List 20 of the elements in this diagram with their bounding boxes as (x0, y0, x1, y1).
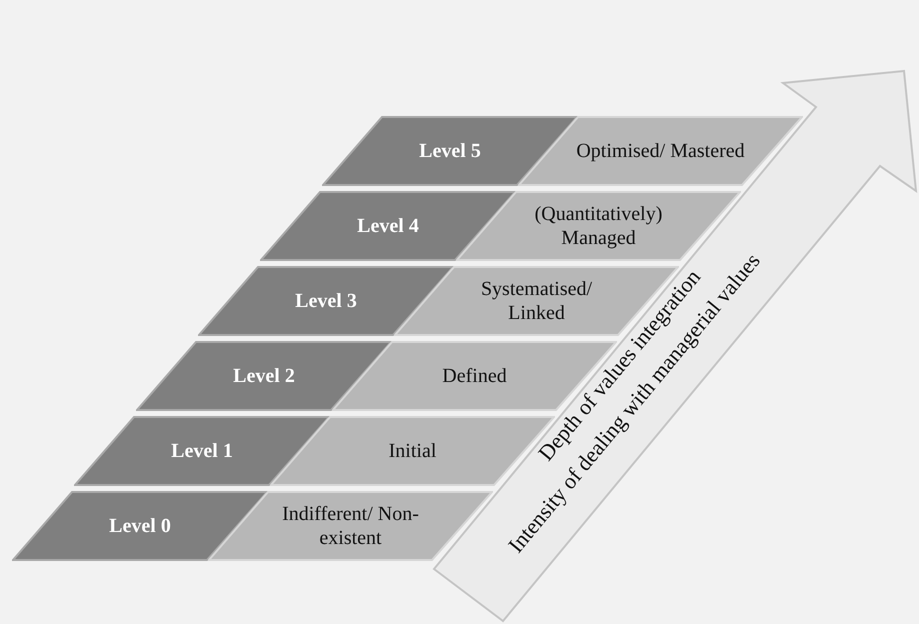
level-label: Level 1 (171, 439, 233, 463)
level-label: Level 2 (233, 364, 295, 388)
level-tile (322, 116, 578, 186)
level-tile (260, 191, 516, 261)
level-label: Level 3 (295, 289, 357, 313)
stage-tile (518, 116, 803, 186)
level-label: Level 5 (419, 139, 481, 163)
stage-description: Initial (388, 439, 436, 463)
level-tile (12, 491, 268, 561)
stage-description: (Quantitatively) Managed (534, 202, 664, 250)
level-tile (136, 341, 392, 411)
stage-description: Indifferent/ Non-existent (281, 502, 420, 550)
stage-description: Optimised/ Mastered (576, 139, 745, 163)
stage-description: Defined (442, 364, 507, 388)
level-label: Level 0 (109, 514, 171, 538)
stage-tile (208, 491, 493, 561)
level-tile (198, 266, 454, 336)
stage-description: Systematised/ Linked (480, 277, 594, 325)
level-tile (74, 416, 330, 486)
level-label: Level 4 (357, 214, 419, 238)
